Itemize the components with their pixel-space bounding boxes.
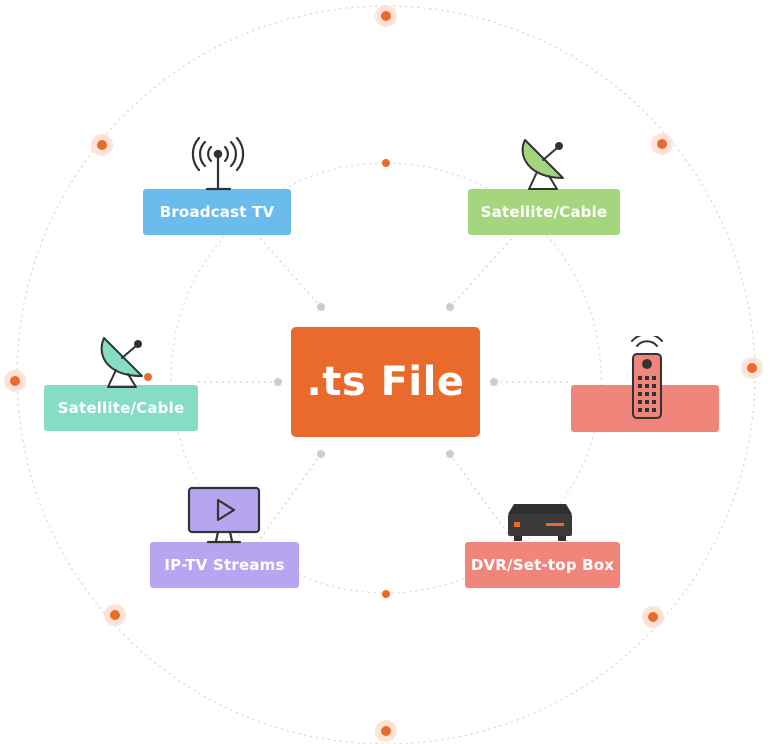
- node-satellite-cable-top: Satellite/Cable: [468, 189, 620, 235]
- node-label: Broadcast TV: [159, 203, 275, 221]
- node-iptv-streams: IP-TV Streams: [150, 542, 299, 588]
- satellite-dish-icon: [513, 134, 579, 192]
- connector-lines: [198, 235, 571, 543]
- inner-ring-dots: [382, 159, 390, 598]
- node-label: Satellite/Cable: [480, 203, 608, 221]
- node-label: IP-TV Streams: [164, 556, 285, 574]
- outer-ring-dots: [4, 5, 763, 742]
- satellite-dish-icon: [96, 334, 156, 390]
- set-top-box-icon: [506, 500, 574, 544]
- node-dvr-settop: DVR/Set-top Box: [465, 542, 620, 588]
- connector-dots: [274, 303, 498, 458]
- center-file-label: .ts File: [306, 359, 465, 405]
- node-label: Satellite/Cable: [57, 399, 185, 417]
- node-broadcast-tv: Broadcast TV: [143, 189, 291, 235]
- antenna-icon: [190, 134, 246, 192]
- center-file-box: .ts File: [291, 327, 480, 437]
- monitor-play-icon: [186, 486, 262, 546]
- remote-control-icon: [624, 333, 670, 422]
- node-label: DVR/Set-top Box: [470, 556, 615, 574]
- node-satellite-cable-left: Satellite/Cable: [44, 385, 198, 431]
